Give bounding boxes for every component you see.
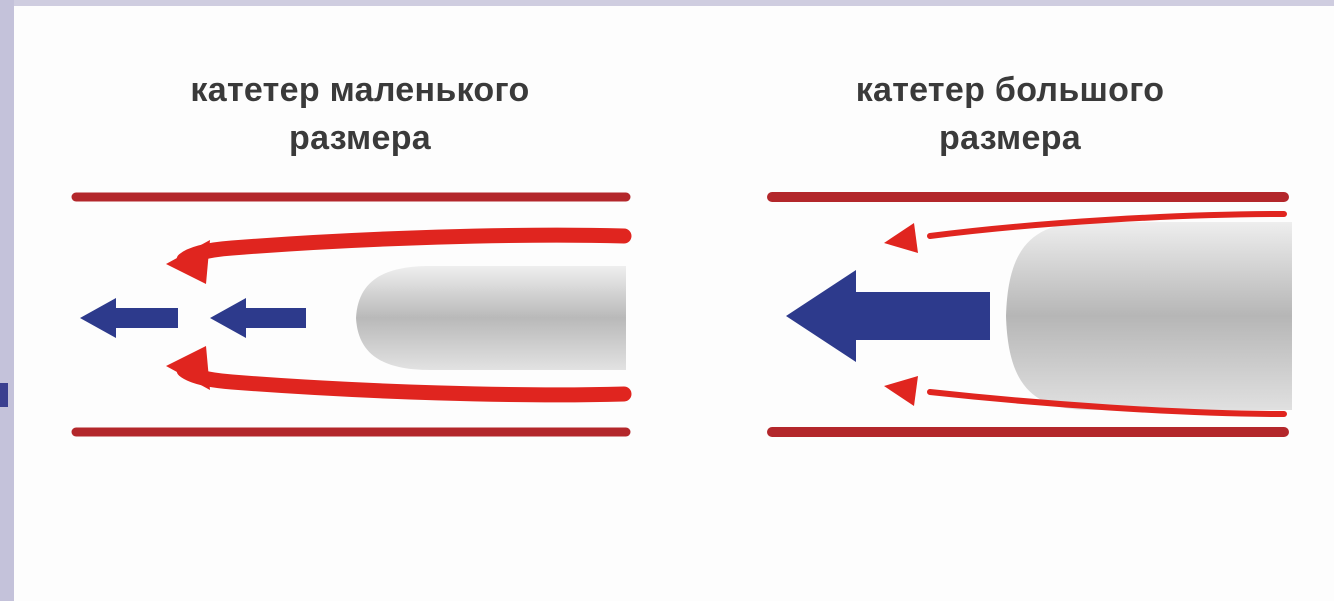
- blood-flow-arrowhead-top-left: [166, 240, 210, 284]
- blood-flow-arrow-bottom-left: [184, 370, 624, 395]
- small-catheter-group: [76, 197, 626, 432]
- blood-flow-arrowhead-top-right: [884, 223, 918, 253]
- large-catheter-body: [1006, 222, 1292, 410]
- blood-flow-arrowhead-bottom-left: [166, 346, 210, 390]
- catheter-flow-arrow-1: [80, 298, 178, 338]
- catheter-flow-arrow-large: [786, 270, 990, 362]
- large-catheter-group: [772, 197, 1292, 432]
- catheter-flow-arrow-2: [210, 298, 306, 338]
- blood-flow-arrowhead-bottom-right: [884, 376, 918, 406]
- blood-flow-arrow-top-left: [184, 235, 624, 260]
- small-catheter-body: [356, 266, 626, 370]
